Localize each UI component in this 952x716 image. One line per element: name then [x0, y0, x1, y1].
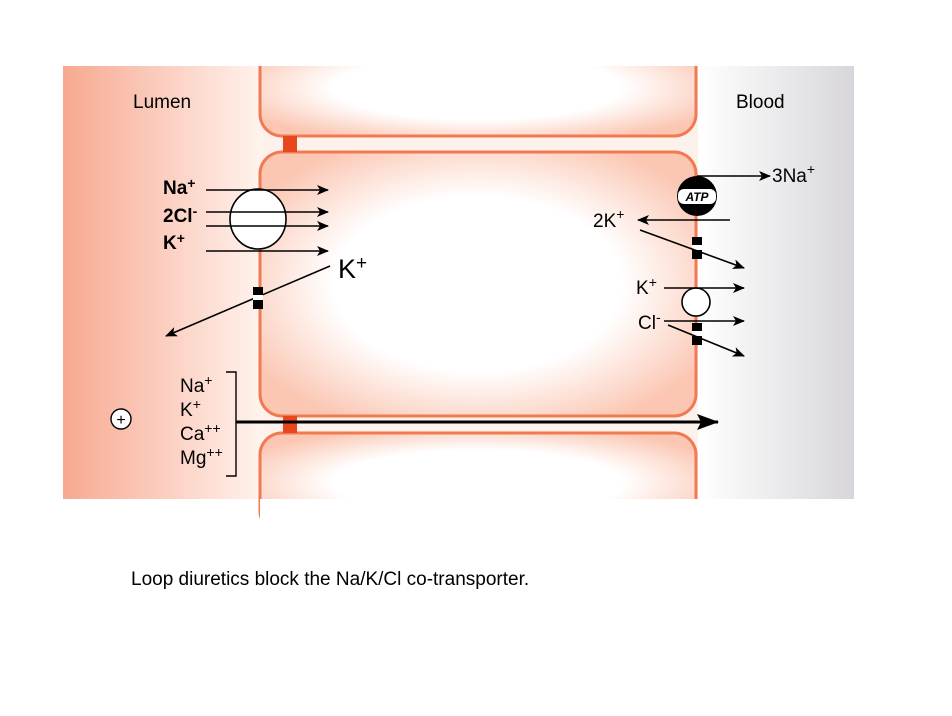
- k-recycle-arrow: [165, 265, 331, 337]
- caption: Loop diuretics block the Na/K/Cl co-tran…: [131, 569, 530, 590]
- na3-label: 3Na+: [772, 161, 815, 187]
- nkcc2-cotransporter: [229, 188, 287, 250]
- blood-region: [698, 66, 854, 499]
- cl-label: Cl-: [638, 309, 661, 334]
- k2-label: 2K+: [593, 206, 624, 232]
- para-mg-label: Mg++: [180, 444, 223, 469]
- para-na-label: Na+: [180, 372, 212, 397]
- paracellular-bracket: [226, 371, 237, 477]
- k-big-label: K+: [338, 253, 367, 284]
- para-ca-label: Ca++: [180, 420, 221, 445]
- k-label: K+: [163, 230, 185, 254]
- para-k-label: K+: [180, 396, 201, 421]
- k-kcc-label: K+: [636, 274, 657, 299]
- tight-junction-top: [283, 136, 297, 152]
- lumen-positive-charge-icon: [110, 408, 132, 430]
- lumen-charge-label: +: [116, 412, 125, 429]
- tight-junction-bottom: [283, 416, 297, 433]
- kcc-cotransporter: [681, 287, 711, 317]
- main-cell: [258, 150, 698, 418]
- atp-label: ATP: [684, 190, 709, 204]
- lumen-label: Lumen: [133, 92, 191, 113]
- blood-label: Blood: [736, 92, 785, 113]
- cl2-label: 2Cl-: [163, 203, 198, 227]
- na-label: Na+: [163, 175, 195, 199]
- lumen-region: [63, 66, 263, 499]
